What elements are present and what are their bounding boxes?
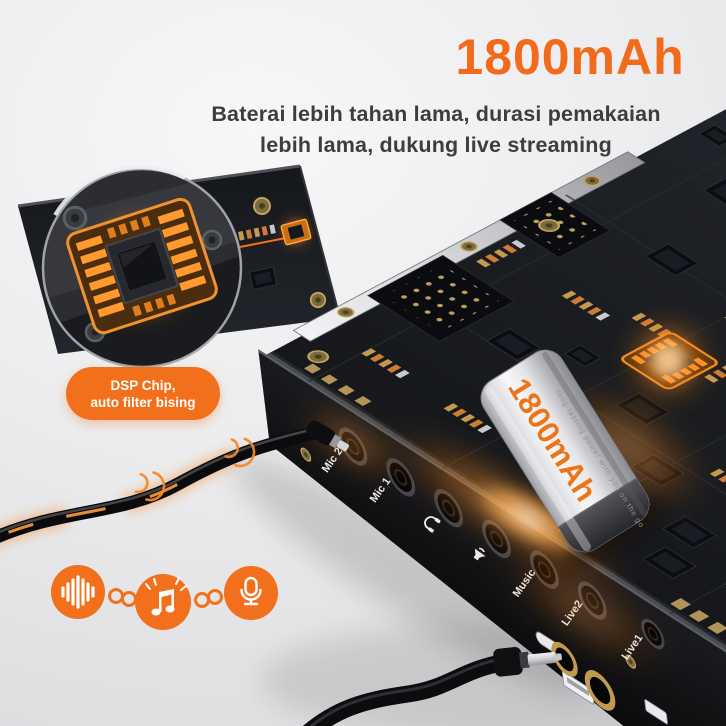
instrument-plug bbox=[493, 646, 562, 677]
dsp-callout-line2: auto filter bising bbox=[90, 394, 196, 410]
dsp-callout: DSP Chip, auto filter bising bbox=[66, 367, 220, 420]
waveform-icon bbox=[61, 575, 95, 609]
tagline-line1: Baterai lebih tahan lama, durasi pemakai… bbox=[211, 102, 661, 126]
chain-links bbox=[108, 588, 223, 608]
bottom-cable bbox=[302, 646, 562, 726]
feature-icons bbox=[51, 565, 278, 630]
music-note-icon bbox=[145, 577, 187, 616]
jack-headphone-6-35mm bbox=[584, 670, 616, 711]
signal-arcs bbox=[134, 437, 256, 502]
battery: 1800mAh long-lasting power with you on t… bbox=[480, 349, 664, 565]
headphone-icon bbox=[424, 516, 441, 533]
usb-port-2 bbox=[644, 699, 668, 725]
tagline-line2: lebih lama, dukung live streaming bbox=[260, 133, 612, 157]
microphone-icon bbox=[240, 576, 262, 606]
music-badge bbox=[135, 574, 191, 630]
magnifier-inset bbox=[41, 165, 312, 369]
bga-chip bbox=[367, 255, 516, 342]
microphone-badge bbox=[224, 566, 278, 620]
capacity-headline: 1800mAh bbox=[455, 29, 685, 85]
audio-plug bbox=[306, 420, 349, 452]
battery-cap bbox=[558, 478, 649, 552]
tagline: Baterai lebih tahan lama, durasi pemakai… bbox=[136, 99, 726, 161]
speaker-icon bbox=[473, 547, 486, 561]
dsp-chip-zoomed bbox=[66, 197, 218, 335]
audio-cable bbox=[0, 420, 349, 545]
dsp-callout-line1: DSP Chip, bbox=[110, 377, 176, 393]
dsp-chip-source bbox=[280, 216, 312, 248]
